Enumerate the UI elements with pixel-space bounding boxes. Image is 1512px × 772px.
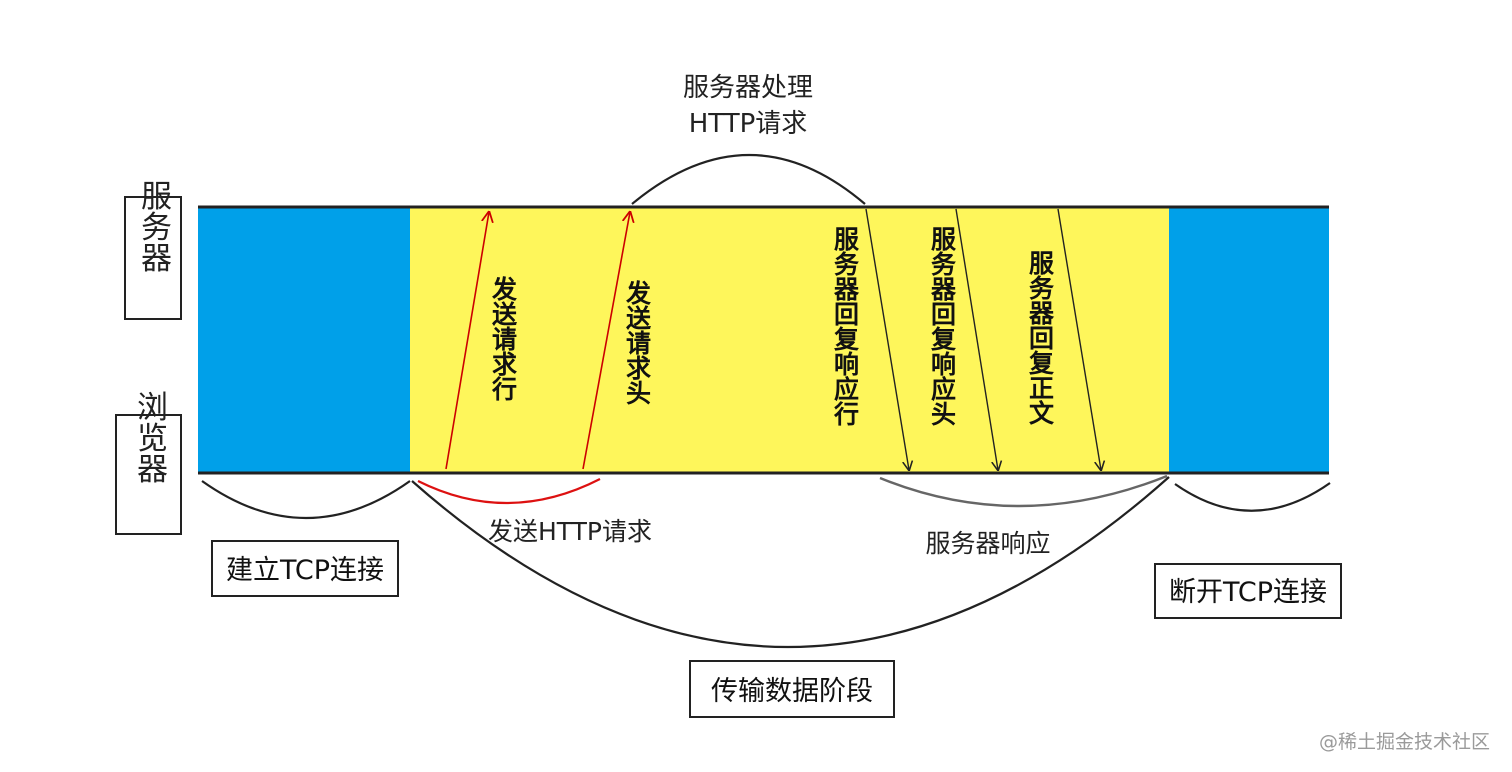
- response-line-arrow: [865, 208, 909, 470]
- send-request-line-arrow: [445, 212, 489, 470]
- tcp-disconnect-arc: [1174, 482, 1331, 512]
- browser-label-box: [115, 414, 182, 535]
- send-request-header-label: 发送请求头: [623, 279, 653, 405]
- tcp-disconnect-label: 断开TCP连接: [1169, 577, 1327, 608]
- tcp-disconnect-label-box: [1154, 563, 1342, 619]
- tcp-disconnect-block: [1169, 207, 1329, 473]
- browser-label: 浏览器: [131, 391, 168, 484]
- data-transfer-arc: [411, 476, 1170, 648]
- tcp-connect-arc: [201, 480, 411, 520]
- server-response-label: 服务器响应: [925, 529, 1050, 558]
- tcp-connect-label-box: [211, 540, 399, 597]
- response-header-label: 服务器回复响应头: [928, 226, 958, 426]
- data-transfer-label: 传输数据阶段: [711, 676, 873, 707]
- response-body-label: 服务器回复正文: [1026, 250, 1056, 425]
- send-request-line-label: 发送请求行: [489, 275, 519, 401]
- response-header-arrow: [955, 208, 998, 470]
- server-label-box: [124, 196, 182, 320]
- send-request-header-arrow: [582, 212, 630, 470]
- server-label: 服务器: [135, 180, 172, 273]
- server-processing-arc: [631, 154, 866, 205]
- data-transfer-label-box: [689, 660, 895, 718]
- send-http-request-arc: [417, 478, 601, 505]
- server-processing-label-line2: HTTP请求: [689, 109, 808, 139]
- send-http-request-label: 发送HTTP请求: [488, 517, 652, 546]
- data-transfer-block: [410, 207, 1169, 473]
- response-line-label: 服务器回复响应行: [831, 226, 861, 426]
- server-response-arc: [879, 474, 1168, 508]
- tcp-connect-block: [198, 207, 410, 473]
- tcp-connect-label: 建立TCP连接: [226, 555, 384, 586]
- response-body-arrow: [1057, 208, 1101, 470]
- watermark: @稀土掘金技术社区: [1319, 731, 1490, 753]
- server-processing-label-line1: 服务器处理: [683, 73, 813, 103]
